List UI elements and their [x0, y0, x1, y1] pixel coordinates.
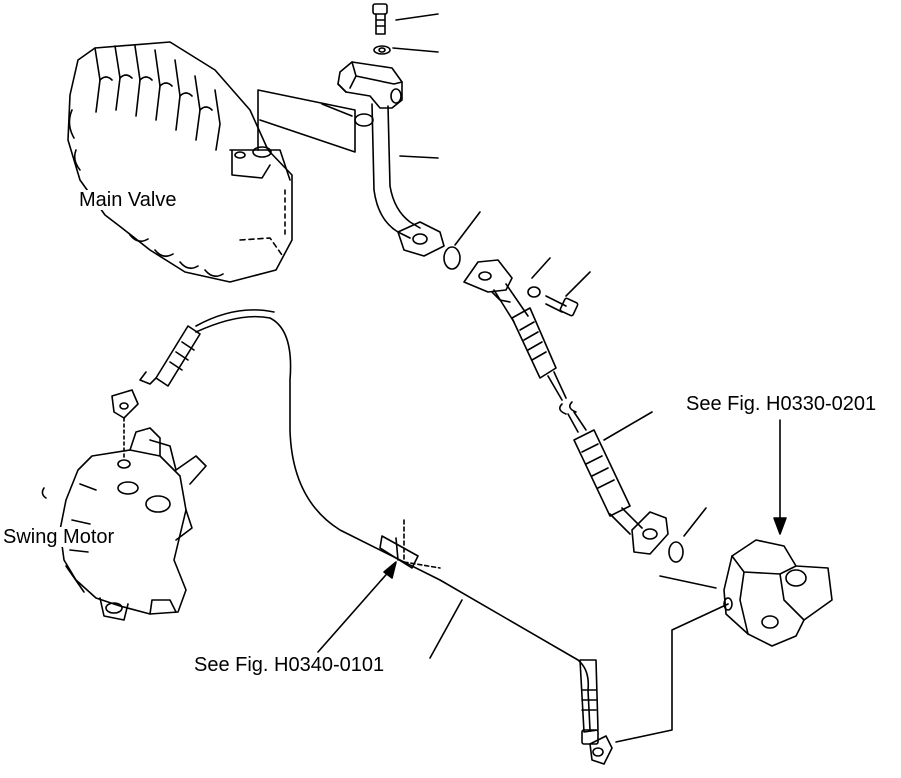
leader-line: [659, 575, 717, 589]
leader-line: [429, 599, 463, 659]
leader-line: [565, 271, 591, 297]
leader-line: [395, 13, 439, 21]
connection-line-right: [615, 603, 729, 743]
bolt-top: [372, 3, 388, 35]
leader-line: [531, 257, 551, 279]
hose-clamp: [379, 519, 441, 569]
figure-reference-upper: See Fig. H0330-0201: [684, 393, 879, 415]
hose-fitting-top: [463, 259, 513, 303]
drain-hose: [139, 309, 599, 745]
main-valve-label: Main Valve: [77, 189, 179, 211]
o-ring-upper: [354, 113, 374, 127]
swivel-block: [723, 539, 833, 647]
leader-line: [454, 211, 481, 246]
elbow-fitting-bottom: [589, 735, 613, 765]
main-valve: [67, 41, 293, 283]
leader-line: [392, 47, 439, 53]
washer-mid: [527, 286, 541, 298]
leader-line: [603, 411, 653, 441]
figure-reference-lower: See Fig. H0340-0101: [192, 654, 387, 676]
upper-elbow-block: [337, 61, 403, 109]
leader-line: [683, 507, 707, 537]
arrow-head: [773, 517, 787, 535]
main-valve-connection-line: [257, 89, 356, 153]
pipe-flange-lower: [631, 511, 669, 555]
leader-line: [65, 565, 85, 593]
o-ring-lower: [668, 541, 684, 563]
bolt-mid: [545, 295, 579, 317]
o-ring-mid: [443, 246, 461, 270]
hose: [493, 283, 643, 535]
reference-arrow-lower: [317, 567, 393, 653]
swing-motor: [41, 427, 207, 621]
leader-line: [321, 103, 353, 117]
leader-line: [399, 155, 439, 159]
arrow-head: [383, 561, 397, 579]
washer-top: [373, 45, 391, 55]
swing-motor-label: Swing Motor: [1, 526, 117, 548]
pipe-flange-upper: [397, 221, 445, 257]
elbow-fitting-swing: [111, 389, 139, 469]
